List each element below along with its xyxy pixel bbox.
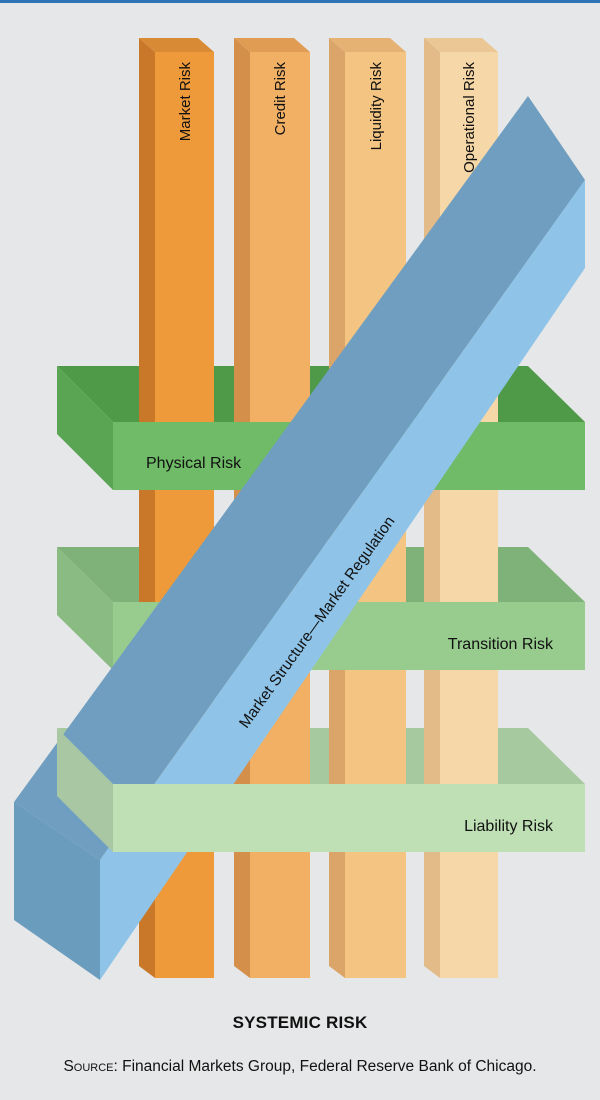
source-text: : Financial Markets Group, Federal Reser…: [113, 1058, 537, 1075]
pillar-credit-risk-top: [234, 38, 310, 52]
liability-risk-slab-front: [113, 784, 585, 852]
top-rule: [0, 0, 600, 3]
pillar-market-risk-top: [139, 38, 214, 52]
band-left-face: [14, 802, 100, 980]
band-front-face: [100, 180, 585, 980]
source-prefix: Source: [63, 1058, 114, 1075]
transition-risk-slab-side: [57, 547, 113, 670]
systemic-risk-diagram: Market Risk Credit Risk Liquidity Risk O…: [14, 38, 585, 980]
pillar-labels: Market Risk Credit Risk Liquidity Risk O…: [177, 62, 478, 173]
liability-risk-slab: [57, 728, 585, 852]
pillar-label-liquidity-risk: Liquidity Risk: [368, 62, 385, 151]
pillar-liquidity-risk-top: [329, 38, 406, 52]
slab-label-liability-risk: Liability Risk: [464, 818, 554, 835]
liability-risk-slab-side: [57, 728, 113, 852]
source-note: Source: Financial Markets Group, Federal…: [0, 1058, 600, 1076]
pillar-label-market-risk: Market Risk: [177, 62, 194, 142]
slab-label-physical-risk: Physical Risk: [146, 455, 242, 472]
physical-risk-slab-side: [57, 366, 113, 490]
pillar-operational-risk-top: [424, 38, 498, 52]
diagram-caption: SYSTEMIC RISK: [232, 1013, 368, 1032]
band-top-face: [14, 96, 585, 860]
market-structure-band: [14, 96, 585, 980]
slab-labels: Physical Risk Transition Risk Liability …: [146, 455, 554, 835]
pillar-label-operational-risk: Operational Risk: [461, 62, 478, 173]
slab-label-transition-risk: Transition Risk: [448, 636, 554, 653]
pillar-label-credit-risk: Credit Risk: [272, 62, 289, 136]
